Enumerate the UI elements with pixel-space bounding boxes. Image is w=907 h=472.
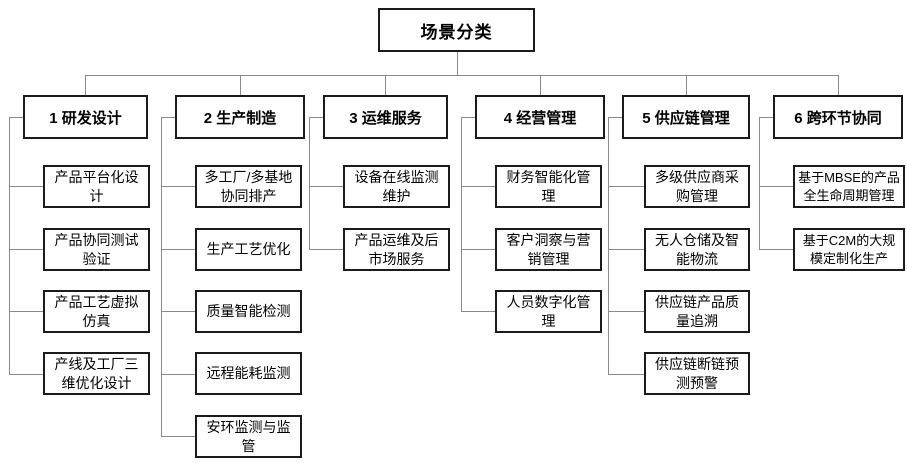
item-stub [759,249,793,250]
trunk-link [608,117,622,118]
column-trunk [309,117,310,249]
category-item: 财务智能化管理 [495,165,602,208]
item-stub [461,249,495,250]
category-4-header: 4 经营管理 [475,95,605,139]
header-stub [686,75,687,95]
item-stub [461,186,495,187]
trunk-link [161,117,175,118]
category-2-header: 2 生产制造 [175,95,305,139]
item-stub [608,186,644,187]
column-trunk [759,117,760,249]
category-item: 安环监测与监管 [195,415,302,458]
category-item: 质量智能检测 [195,290,302,333]
bus-line [85,75,839,76]
item-stub [9,311,43,312]
trunk-link [461,117,475,118]
trunk-link [309,117,323,118]
category-item: 基于MBSE的产品全生命周期管理 [793,165,905,208]
item-stub [9,186,43,187]
category-3-header: 3 运维服务 [323,95,448,139]
item-stub [461,311,495,312]
item-stub [759,186,793,187]
category-item: 产品工艺虚拟仿真 [43,290,150,333]
item-stub [608,249,644,250]
category-item: 供应链断链预测预警 [644,352,750,395]
header-stub [240,75,241,95]
category-item: 客户洞察与营销管理 [495,228,602,271]
item-stub [608,374,644,375]
category-item: 生产工艺优化 [195,228,302,271]
category-item: 人员数字化管理 [495,290,602,333]
column-trunk [161,117,162,436]
header-stub [85,75,86,95]
column-trunk [608,117,609,374]
category-item: 供应链产品质量追溯 [644,290,750,333]
category-1-header: 1 研发设计 [23,95,148,139]
category-item: 远程能耗监测 [195,352,302,395]
item-stub [9,249,43,250]
item-stub [161,374,195,375]
category-item: 多工厂/多基地协同排产 [195,165,302,208]
category-item: 产品协同测试验证 [43,228,150,271]
header-stub [838,75,839,95]
header-stub [540,75,541,95]
trunk-link [759,117,773,118]
category-6-header: 6 跨环节协同 [773,95,903,139]
category-5-header: 5 供应链管理 [622,95,750,139]
header-stub [385,75,386,95]
item-stub [161,249,195,250]
item-stub [161,311,195,312]
category-item: 产线及工厂三维优化设计 [43,352,150,395]
category-item: 产品运维及后市场服务 [343,228,450,271]
item-stub [309,249,343,250]
category-item: 设备在线监测维护 [343,165,450,208]
item-stub [161,436,195,437]
item-stub [309,186,343,187]
root-connector [457,52,458,75]
item-stub [9,374,43,375]
column-trunk [461,117,462,311]
item-stub [161,186,195,187]
category-item: 基于C2M的大规模定制化生产 [793,228,905,271]
root-node: 场景分类 [378,8,535,52]
trunk-link [9,117,23,118]
item-stub [608,311,644,312]
category-item: 产品平台化设计 [43,165,150,208]
category-item: 无人仓储及智能物流 [644,228,750,271]
column-trunk [9,117,10,374]
category-item: 多级供应商采购管理 [644,165,750,208]
